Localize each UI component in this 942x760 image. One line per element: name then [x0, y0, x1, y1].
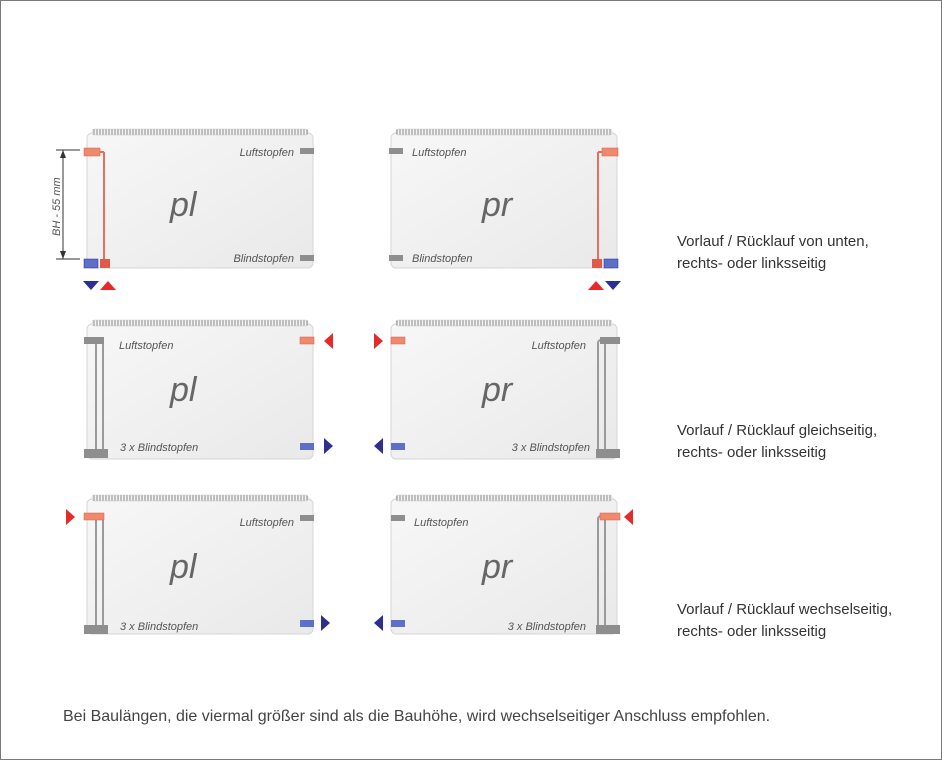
plug-icon	[389, 148, 403, 154]
red-flow-arrow	[324, 333, 333, 349]
air-plug-label: Luftstopfen	[240, 517, 294, 529]
blind-plugs-label: 3 x Blindstopfen	[120, 621, 198, 633]
row1-description-line1: Vorlauf / Rücklauf von unten,	[677, 233, 869, 250]
row3-description-line1: Vorlauf / Rücklauf wechselseitig,	[677, 601, 893, 618]
valve-icon	[84, 625, 108, 634]
row2-description: Vorlauf / Rücklauf gleichseitig, rechts-…	[677, 420, 877, 464]
variant-label: pl	[169, 548, 198, 586]
valve-icon	[592, 259, 602, 268]
air-plug-label: Luftstopfen	[414, 517, 468, 529]
blind-plugs-label: 3 x Blindstopfen	[120, 442, 198, 454]
plug-icon	[599, 512, 621, 521]
valve-icon	[100, 259, 110, 268]
radiator-row2-pl: Luftstopfen 3 x Blindstopfen pl	[84, 319, 333, 460]
blind-plugs-label: 3 x Blindstopfen	[508, 621, 586, 633]
plug-icon	[391, 443, 405, 450]
plug-icon	[300, 255, 314, 261]
blue-return-arrow	[374, 438, 383, 454]
valve-icon	[603, 258, 619, 269]
plug-icon	[299, 336, 315, 345]
variant-label: pl	[169, 186, 198, 224]
valve-icon	[596, 449, 620, 458]
variant-label: pl	[169, 371, 198, 409]
row1-description: Vorlauf / Rücklauf von unten, rechts- od…	[677, 231, 869, 275]
radiator-row3-pr: Luftstopfen 3 x Blindstopfen pr	[374, 494, 633, 635]
valve-icon	[84, 449, 108, 458]
blind-plug-label: Blindstopfen	[233, 253, 294, 265]
row3-description-line2: rechts- oder linksseitig	[677, 623, 827, 640]
red-flow-arrow	[100, 281, 116, 290]
plug-icon	[300, 443, 314, 450]
row1-description-line2: rechts- oder linksseitig	[677, 255, 827, 272]
row2-description-line1: Vorlauf / Rücklauf gleichseitig,	[677, 422, 878, 439]
row2-description-line2: rechts- oder linksseitig	[677, 444, 827, 461]
air-plug-label: Luftstopfen	[532, 340, 586, 352]
dimension-label: BH - 55 mm	[51, 177, 63, 236]
air-plug-label: Luftstopfen	[119, 340, 173, 352]
red-flow-arrow	[624, 509, 633, 525]
blind-plugs-label: 3 x Blindstopfen	[512, 442, 590, 454]
radiator-row2-pr: Luftstopfen 3 x Blindstopfen pr	[374, 319, 620, 460]
radiator-row1-pl: Luftstopfen Blindstopfen pl	[83, 128, 314, 290]
red-flow-arrow	[374, 333, 383, 349]
air-plug-label: Luftstopfen	[412, 147, 466, 159]
blue-return-arrow	[321, 615, 330, 631]
footnote: Bei Baulängen, die viermal größer sind a…	[63, 708, 771, 725]
blue-return-arrow	[605, 281, 621, 290]
radiator-row1-pr: Luftstopfen Blindstopfen pr	[389, 128, 621, 290]
variant-label: pr	[481, 548, 514, 586]
red-flow-arrow	[588, 281, 604, 290]
blue-return-arrow	[374, 615, 383, 631]
plug-icon	[391, 515, 405, 521]
red-flow-arrow	[66, 509, 75, 525]
plug-icon	[300, 148, 314, 154]
air-plug-label: Luftstopfen	[240, 147, 294, 159]
plug-icon	[83, 147, 101, 157]
plug-icon	[84, 337, 104, 344]
plug-icon	[83, 512, 105, 521]
plug-icon	[600, 337, 620, 344]
plug-icon	[390, 336, 406, 345]
variant-label: pr	[481, 186, 514, 224]
valve-icon	[596, 625, 620, 634]
blue-return-arrow	[324, 438, 333, 454]
row3-description: Vorlauf / Rücklauf wechselseitig, rechts…	[677, 599, 892, 643]
plug-icon	[300, 620, 314, 627]
radiator-row3-pl: Luftstopfen 3 x Blindstopfen pl	[66, 494, 330, 635]
valve-icon	[83, 258, 99, 269]
blind-plug-label: Blindstopfen	[412, 253, 473, 265]
plug-icon	[300, 515, 314, 521]
height-dimension: BH - 55 mm	[51, 149, 80, 260]
variant-label: pr	[481, 371, 514, 409]
plug-icon	[391, 620, 405, 627]
plug-icon	[389, 255, 403, 261]
plug-icon	[601, 147, 619, 157]
blue-return-arrow	[83, 281, 99, 290]
